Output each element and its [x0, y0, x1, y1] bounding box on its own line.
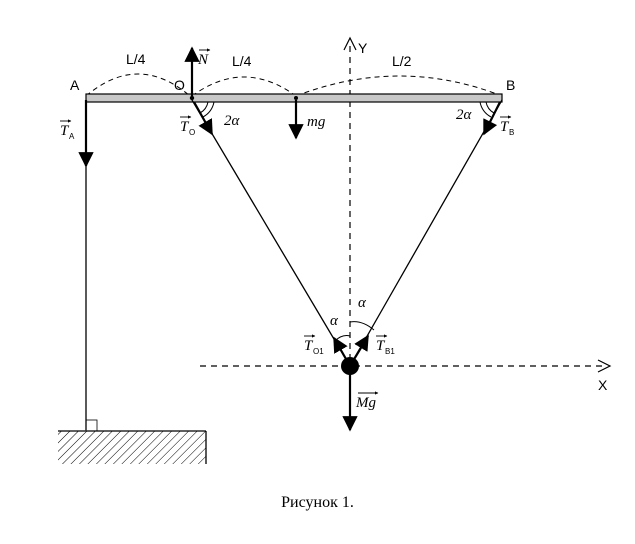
- label-TB: T: [500, 119, 510, 135]
- label-TO-sub: O: [189, 128, 195, 137]
- label-B: B: [506, 77, 515, 93]
- center-mark: [294, 96, 298, 100]
- label-2alpha-right: 2α: [456, 107, 473, 123]
- x-axis-arrow: [597, 359, 612, 373]
- force-TO-vector: [193, 101, 213, 136]
- label-TB-sub: B: [509, 128, 514, 137]
- label-L4-first: L/4: [126, 51, 146, 67]
- dimension-arc-l4-first: [85, 73, 191, 97]
- label-alpha-right: α: [358, 295, 367, 311]
- figure-caption: Рисунок 1.: [281, 494, 354, 511]
- label-mg: mg: [307, 114, 326, 130]
- label-L2: L/2: [392, 53, 412, 69]
- angle-arc-B-inner: [485, 101, 495, 114]
- label-TA: T: [60, 123, 70, 139]
- angle-arc-B: [479, 101, 492, 118]
- pivot-O: [189, 95, 195, 101]
- label-alpha-left: α: [330, 313, 339, 329]
- mechanics-diagram: A O B Y X L/4 L/4 L/2 N T A T O T B mg 2…: [58, 36, 612, 464]
- force-TB-vector: [483, 101, 501, 136]
- label-TB1-sub: B1: [385, 347, 395, 356]
- hanging-mass: [341, 357, 359, 375]
- angle-arc-bottom-left: [334, 335, 351, 342]
- label-TB1: T: [376, 338, 386, 354]
- ground-hatch: [58, 431, 206, 464]
- dimension-arc-l2: [295, 75, 503, 97]
- string-O: [191, 99, 351, 367]
- angle-arc-O-inner: [199, 101, 209, 114]
- label-2alpha-left: 2α: [224, 113, 241, 129]
- right-angle-mark: [85, 419, 98, 432]
- label-TO: T: [180, 119, 190, 135]
- dimension-arc-l4-second: [191, 76, 297, 97]
- label-A: A: [70, 77, 80, 93]
- y-axis-arrow: [343, 36, 357, 51]
- label-Mg: Mg: [355, 395, 376, 411]
- angle-arc-O: [202, 101, 215, 118]
- label-Y: Y: [358, 40, 368, 56]
- label-N: N: [197, 52, 209, 68]
- string-B: [349, 99, 503, 367]
- label-O: O: [174, 77, 185, 93]
- label-TA-sub: A: [69, 132, 75, 141]
- label-L4-second: L/4: [232, 53, 252, 69]
- angle-arc-bottom-right: [349, 321, 375, 331]
- label-TO1: T: [304, 338, 314, 354]
- label-X: X: [598, 377, 608, 393]
- label-TO1-sub: O1: [313, 347, 324, 356]
